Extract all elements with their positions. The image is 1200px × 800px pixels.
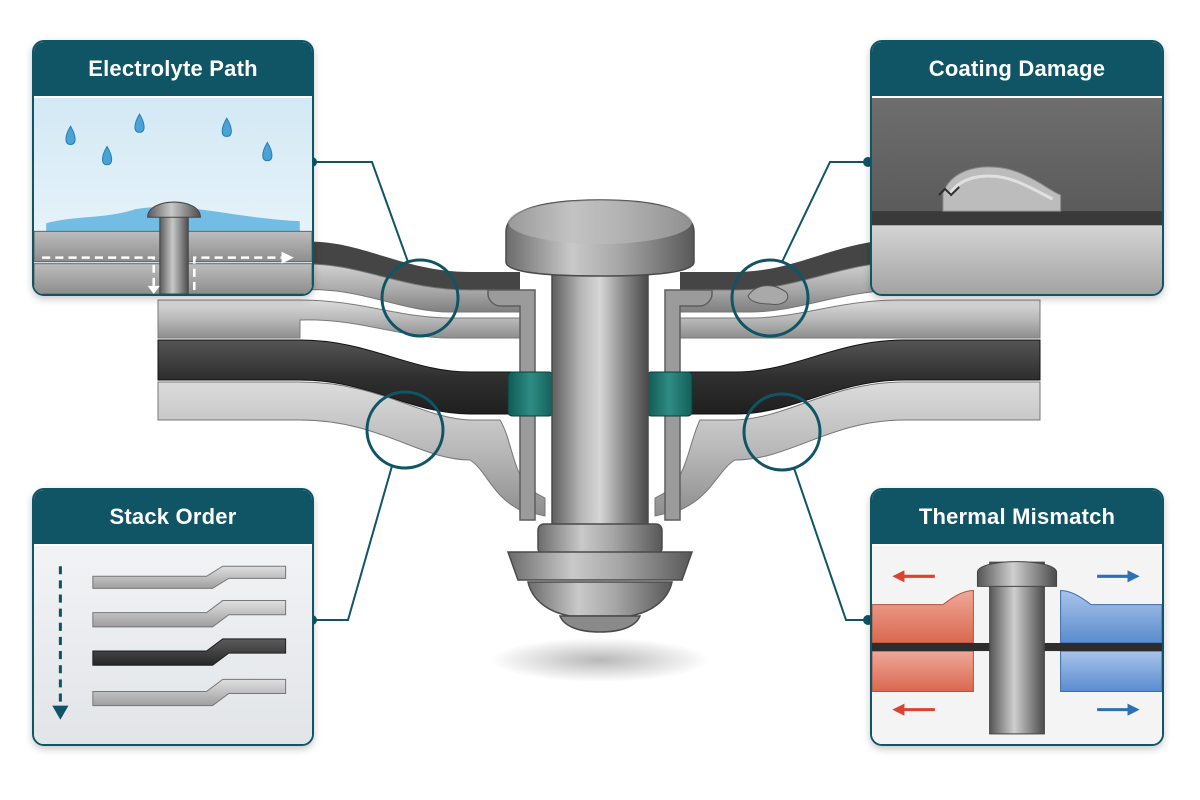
outer-plate-left — [157, 299, 531, 339]
hot-plate-upper — [872, 589, 974, 644]
detail-circle-thermal — [742, 392, 822, 472]
water-drops-icon — [65, 113, 273, 166]
coating-illustration — [872, 98, 1162, 294]
detail-circle-coating — [730, 258, 810, 338]
teal-washer-left — [507, 371, 554, 417]
cold-plate-upper — [1060, 589, 1162, 644]
callout-title: Stack Order — [34, 490, 312, 544]
teal-washer-right — [646, 371, 693, 417]
callout-title: Coating Damage — [872, 42, 1162, 96]
rivet-head-top — [508, 200, 692, 244]
mini-rivet-shaft — [159, 210, 189, 294]
mini-rivet-head — [147, 201, 201, 218]
callout-stack-order: Stack Order — [32, 488, 314, 746]
electrolyte-illustration — [34, 98, 312, 294]
thermal-arrows-icon — [892, 570, 1140, 716]
rivet-shaft — [551, 261, 649, 533]
rivet-tail-tip — [527, 581, 673, 617]
callout-title: Thermal Mismatch — [872, 490, 1162, 544]
callout-thermal-mismatch: Thermal Mismatch — [870, 488, 1164, 746]
leader-line-stack — [310, 465, 393, 621]
flow-arrow-right — [281, 251, 294, 264]
sleeve-right — [664, 289, 713, 521]
hot-plate-lower — [872, 650, 974, 692]
stack-layer-3 — [92, 638, 287, 666]
leader-line-coating — [781, 161, 870, 263]
stack-layer-1 — [92, 565, 287, 589]
ground-shadow — [490, 638, 710, 682]
thermal-illustration — [872, 546, 1162, 744]
detail-circle-electrolyte — [380, 258, 460, 338]
bottom-plate-left — [157, 381, 546, 517]
coating-edge — [872, 211, 1162, 226]
leader-line-thermal — [793, 467, 870, 621]
rivet-tail-end — [558, 615, 642, 633]
outer-plate-right — [679, 299, 1041, 339]
rivet-collar — [537, 523, 663, 555]
stack-arrow-icon — [52, 566, 69, 720]
coating-chip — [747, 285, 789, 305]
electrolyte-flow-path — [42, 256, 282, 290]
callout-coating-damage: Coating Damage — [870, 40, 1164, 296]
cold-plate-lower — [1060, 650, 1162, 692]
sleeve-left — [487, 289, 536, 521]
detail-circle-stack — [365, 390, 445, 470]
rivet-tail-flange — [506, 551, 694, 581]
stack-layer-2 — [92, 600, 287, 628]
leader-line-electrolyte — [310, 161, 409, 263]
top-coating-layer — [300, 241, 520, 290]
flow-arrow-down — [147, 285, 160, 294]
callout-electrolyte-path: Electrolyte Path — [32, 40, 314, 296]
mini-rivet-shaft — [989, 561, 1045, 735]
stack-illustration — [34, 546, 312, 744]
base-metal — [872, 225, 1162, 294]
stack-layer-4 — [92, 678, 287, 707]
coating-crack-icon — [938, 166, 1062, 212]
mini-rivet-head — [976, 561, 1058, 587]
callout-title: Electrolyte Path — [34, 42, 312, 96]
